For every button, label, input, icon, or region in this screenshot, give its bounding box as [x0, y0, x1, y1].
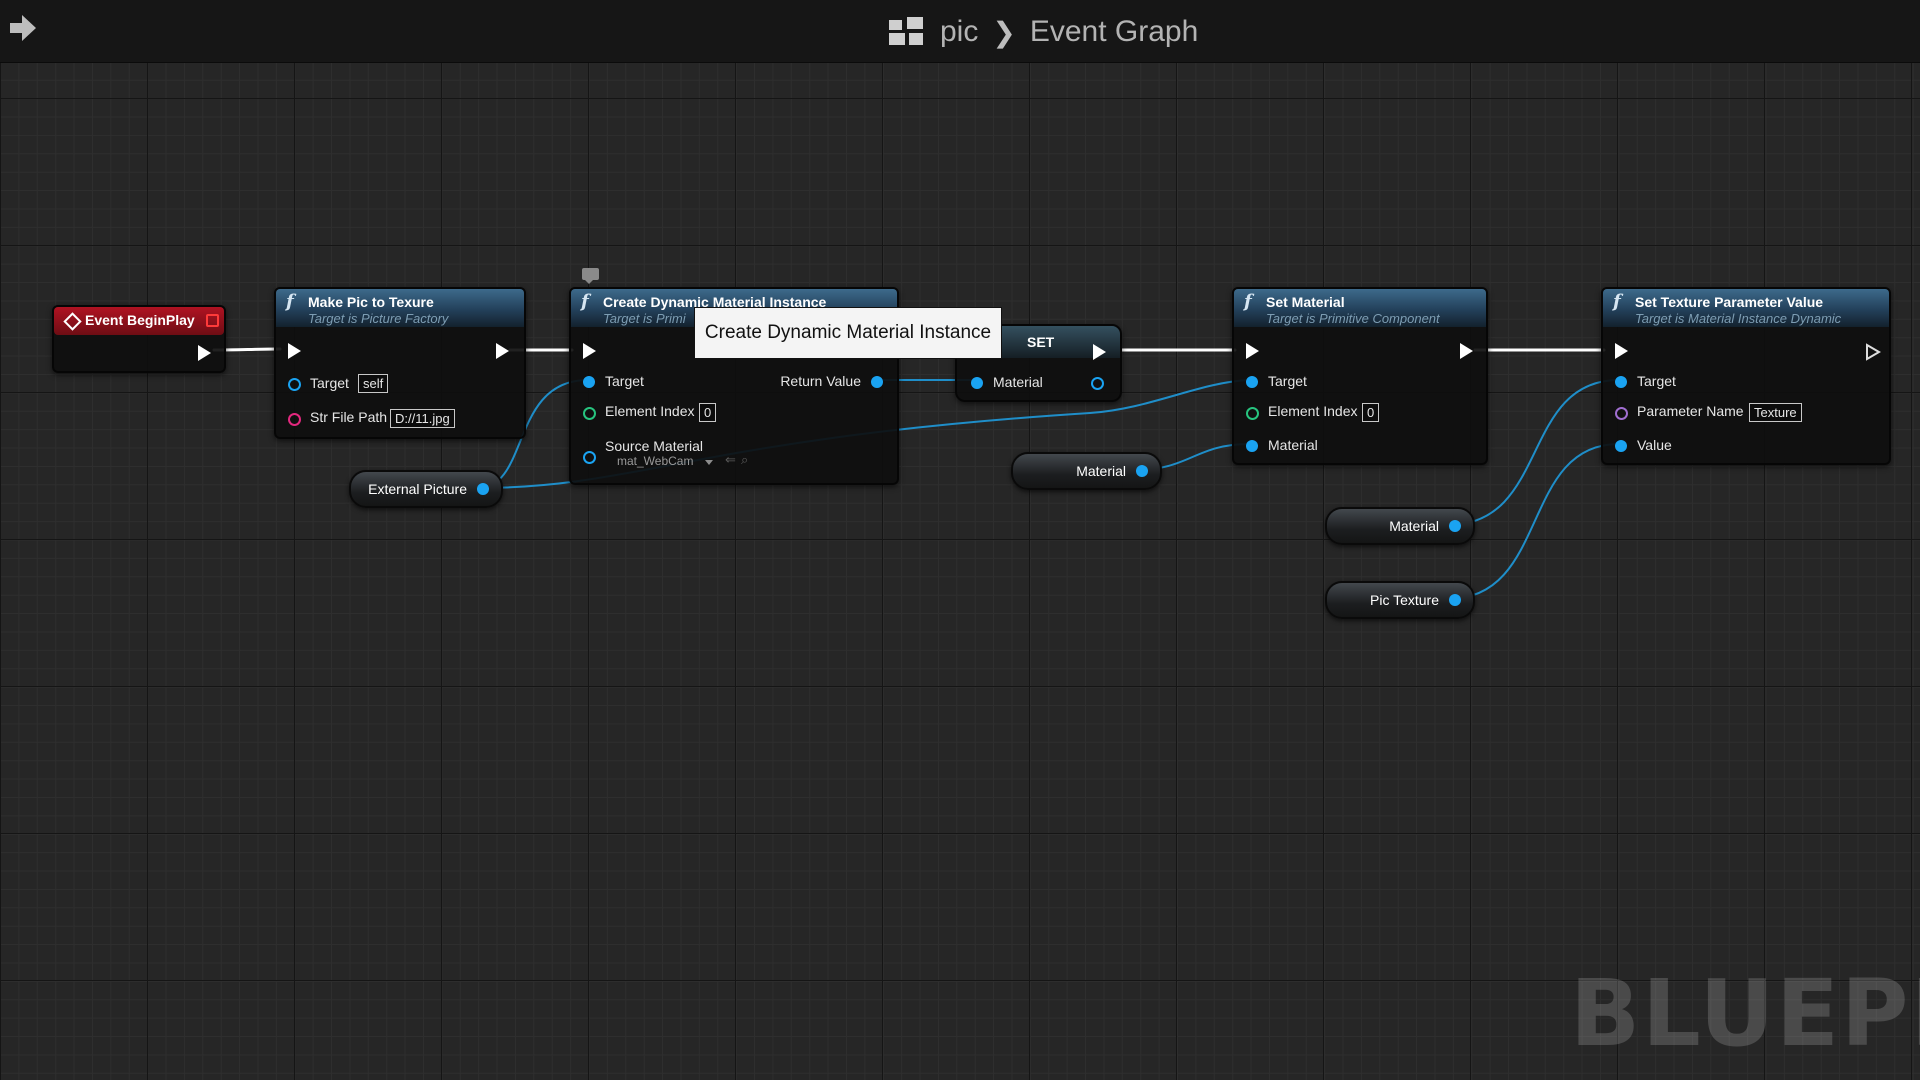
target-pin[interactable]	[288, 378, 301, 391]
material-pin[interactable]	[1246, 440, 1258, 452]
variable-output-pin[interactable]	[1136, 465, 1148, 477]
target-pin[interactable]	[1246, 376, 1258, 388]
target-label: Target	[1268, 373, 1307, 389]
breadcrumb-bar: pic ❯ Event Graph	[0, 0, 1920, 63]
variable-output-pin[interactable]	[1449, 520, 1461, 532]
target-label: Target	[1637, 373, 1676, 389]
blueprint-watermark: BLUEPRI	[1570, 960, 1920, 1067]
element-index-label: Element Index	[1268, 403, 1358, 419]
data-wire	[1447, 379, 1620, 526]
node-title: Set Material	[1266, 294, 1345, 310]
external-picture-variable[interactable]: External Picture	[349, 470, 503, 508]
exec-in-pin[interactable]	[1615, 343, 1628, 359]
material-variable[interactable]: Material	[1011, 452, 1162, 490]
node-header: Event BeginPlay	[54, 307, 224, 335]
source-material-pin[interactable]	[583, 451, 596, 464]
element-index-field[interactable]: 0	[1362, 403, 1380, 422]
node-tooltip: Create Dynamic Material Instance	[694, 307, 1002, 359]
node-header: f Make Pic to Texure Target is Picture F…	[276, 289, 524, 327]
node-title: Set Texture Parameter Value	[1635, 294, 1824, 310]
material-output-pin[interactable]	[1091, 377, 1104, 390]
return-value-label: Return Value	[780, 373, 861, 389]
function-icon: f	[286, 291, 294, 312]
return-value-pin[interactable]	[871, 376, 883, 388]
element-index-label: Element Index	[605, 403, 695, 419]
str-file-path-field[interactable]: D://11.jpg	[390, 409, 455, 428]
chevron-right-icon: ❯	[992, 16, 1016, 48]
breadcrumb-blueprint[interactable]: pic	[940, 15, 979, 48]
exec-in-pin[interactable]	[288, 343, 301, 359]
node-title: Make Pic to Texure	[308, 294, 434, 310]
element-index-field[interactable]: 0	[699, 403, 717, 422]
variable-label: Material	[1076, 463, 1126, 479]
parameter-name-pin[interactable]	[1615, 407, 1628, 420]
data-wire	[1447, 443, 1620, 600]
element-index-pin[interactable]	[1246, 407, 1259, 420]
value-pin[interactable]	[1615, 440, 1627, 452]
make-pic-to-texture-node[interactable]: f Make Pic to Texure Target is Picture F…	[274, 287, 526, 439]
function-icon: f	[581, 291, 589, 312]
comment-icon[interactable]	[582, 268, 599, 284]
node-title: Event BeginPlay	[85, 312, 195, 328]
node-subtitle: Target is Material Instance Dynamic	[1635, 311, 1842, 326]
material-variable[interactable]: Material	[1325, 507, 1475, 545]
variable-label: Pic Texture	[1370, 592, 1439, 608]
variable-label: Material	[1389, 518, 1439, 534]
parameter-name-field[interactable]: Texture	[1749, 403, 1802, 422]
back-arrow-icon[interactable]	[8, 12, 38, 44]
target-value-field[interactable]: self	[358, 374, 389, 393]
node-title: Create Dynamic Material Instance	[603, 294, 827, 310]
source-material-dropdown[interactable]: mat_WebCam	[617, 454, 694, 468]
material-label: Material	[993, 374, 1043, 390]
target-label: Target	[605, 373, 644, 389]
node-header: f Set Texture Parameter Value Target is …	[1603, 289, 1889, 327]
element-index-pin[interactable]	[583, 407, 596, 420]
breadcrumb-graph[interactable]: Event Graph	[1029, 15, 1199, 48]
delegate-pin-icon[interactable]	[206, 314, 219, 327]
target-pin[interactable]	[583, 376, 595, 388]
exec-out-pin[interactable]	[198, 345, 211, 361]
node-subtitle: Target is Picture Factory	[308, 311, 449, 326]
function-icon: f	[1244, 291, 1252, 312]
use-selected-asset-icon[interactable]: ⇐	[725, 452, 736, 467]
source-material-label: Source Material	[605, 438, 704, 454]
exec-out-pin[interactable]	[1865, 343, 1881, 361]
function-icon: f	[1613, 291, 1621, 312]
target-pin[interactable]	[1615, 376, 1627, 388]
material-input-pin[interactable]	[971, 377, 983, 389]
set-material-node[interactable]: f Set Material Target is Primitive Compo…	[1232, 287, 1488, 465]
parameter-name-label: Parameter Name	[1637, 403, 1744, 419]
browse-asset-icon[interactable]: ⌕	[741, 452, 749, 467]
node-subtitle: Target is Primitive Component	[1266, 311, 1440, 326]
variable-output-pin[interactable]	[1449, 594, 1461, 606]
exec-in-pin[interactable]	[583, 343, 596, 359]
exec-out-pin[interactable]	[1093, 344, 1106, 360]
pic-texture-variable[interactable]: Pic Texture	[1325, 581, 1475, 619]
value-label: Value	[1637, 437, 1672, 453]
node-title: SET	[1027, 334, 1055, 350]
dropdown-arrow-icon[interactable]	[705, 460, 713, 465]
variable-output-pin[interactable]	[477, 483, 489, 495]
variable-label: External Picture	[368, 481, 467, 497]
exec-in-pin[interactable]	[1246, 343, 1259, 359]
str-file-path-pin[interactable]	[288, 413, 301, 426]
exec-out-pin[interactable]	[1460, 343, 1473, 359]
breadcrumb: pic ❯ Event Graph	[888, 10, 1198, 54]
material-label: Material	[1268, 437, 1318, 453]
node-header: f Set Material Target is Primitive Compo…	[1234, 289, 1486, 327]
node-subtitle: Target is Primi	[603, 311, 686, 326]
blueprint-graph-icon	[889, 17, 923, 45]
event-icon	[63, 312, 82, 331]
target-label: Target	[310, 375, 349, 391]
event-begin-play-node[interactable]: Event BeginPlay	[52, 305, 226, 373]
exec-out-pin[interactable]	[496, 343, 509, 359]
set-texture-parameter-value-node[interactable]: f Set Texture Parameter Value Target is …	[1601, 287, 1891, 465]
str-file-path-label: Str File Path	[310, 409, 388, 425]
